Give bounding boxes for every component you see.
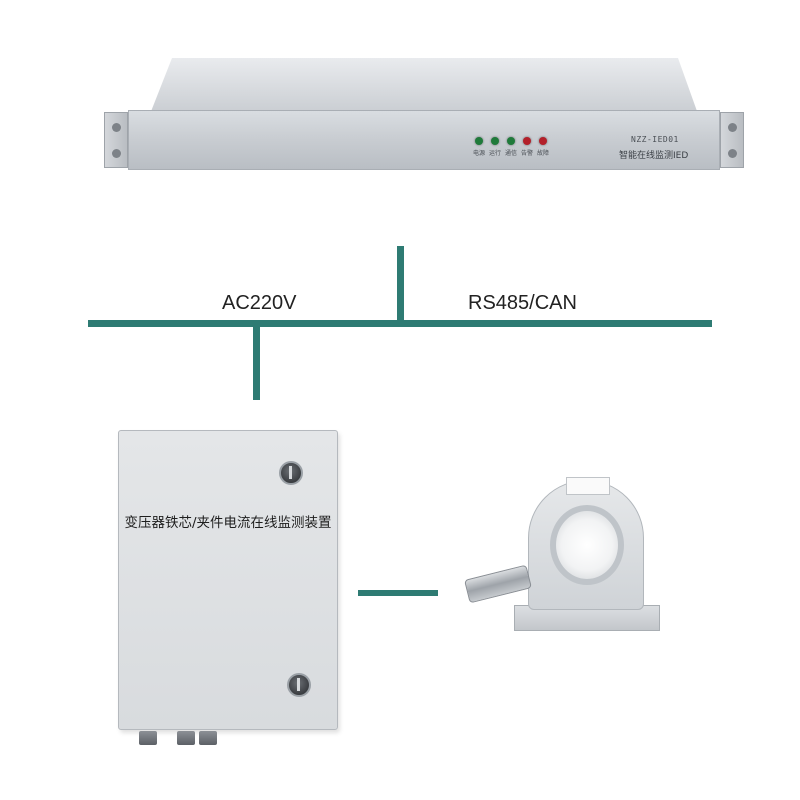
led-label: 故障 bbox=[536, 151, 549, 157]
lock-icon bbox=[287, 673, 311, 697]
power-bus-label: AC220V bbox=[222, 292, 297, 314]
led-indicator-icon bbox=[523, 137, 531, 145]
mount-hole-icon bbox=[728, 123, 737, 132]
rack-ear-left bbox=[104, 112, 128, 168]
led-indicator-icon bbox=[539, 137, 547, 145]
ied-model-label: NZZ-IED01 bbox=[631, 135, 679, 144]
mount-hole-icon bbox=[728, 149, 737, 158]
box-drop-line bbox=[253, 324, 260, 400]
rack-ear-right bbox=[720, 112, 744, 168]
cable-gland-icon bbox=[199, 731, 217, 745]
lock-icon bbox=[279, 461, 303, 485]
sensor-nameplate bbox=[566, 477, 610, 495]
led-indicator-icon bbox=[507, 137, 515, 145]
cable-gland-icon bbox=[139, 731, 157, 745]
mount-hole-icon bbox=[112, 123, 121, 132]
bus-line bbox=[88, 320, 712, 327]
ied-drop-line bbox=[397, 246, 404, 324]
led-label: 运行 bbox=[488, 151, 501, 157]
led-label: 告警 bbox=[520, 151, 533, 157]
monitor-box-title: 变压器铁芯/夹件电流在线监测装置 bbox=[124, 515, 332, 531]
cable-gland-icon bbox=[177, 731, 195, 745]
led-indicator-icon bbox=[475, 137, 483, 145]
led-label: 通信 bbox=[504, 151, 517, 157]
ied-device-top-cover bbox=[150, 58, 698, 114]
sensor-connector bbox=[464, 564, 532, 604]
sensor-link-line bbox=[358, 590, 438, 596]
ied-name-label: 智能在线监测IED bbox=[619, 151, 689, 161]
monitor-box: 变压器铁芯/夹件电流在线监测装置 bbox=[118, 430, 338, 745]
comm-bus-label: RS485/CAN bbox=[468, 292, 577, 314]
sensor-window bbox=[550, 505, 624, 585]
mount-hole-icon bbox=[112, 149, 121, 158]
led-indicator-icon bbox=[491, 137, 499, 145]
led-label: 电源 bbox=[472, 151, 485, 157]
ied-front-panel: 电源运行通信告警故障 NZZ-IED01 智能在线监测IED bbox=[128, 110, 720, 170]
